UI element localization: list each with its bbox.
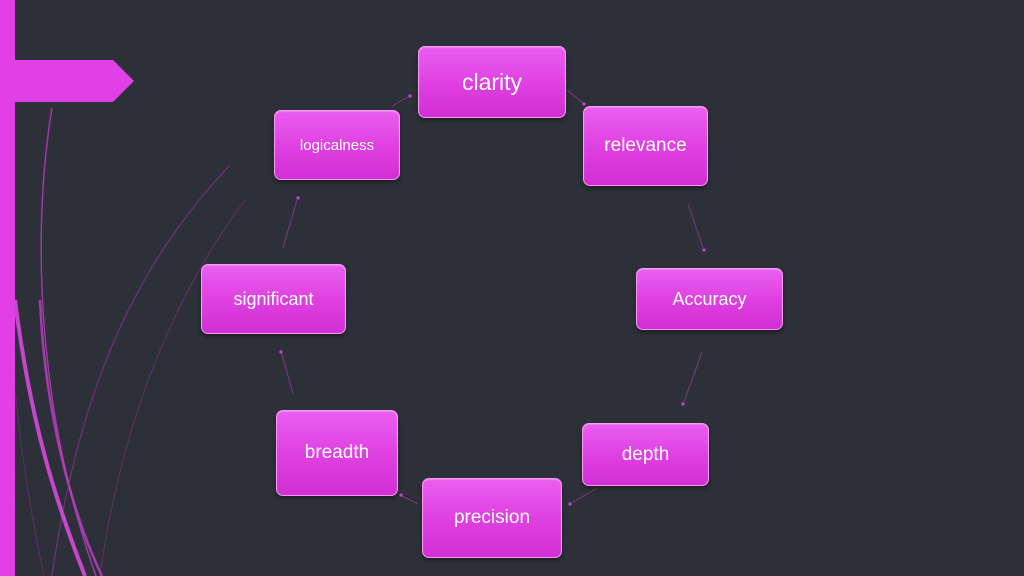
node-label: Accuracy <box>672 288 747 309</box>
node-relevance: relevance <box>583 106 708 186</box>
connector-relevance-accuracy <box>687 203 706 252</box>
decorative-curve <box>13 299 87 576</box>
connector-precision-breadth <box>399 493 419 505</box>
connector-breadth-significant <box>279 350 294 395</box>
node-clarity: clarity <box>418 46 566 118</box>
node-label: depth <box>621 443 670 465</box>
connector-logicalness-clarity <box>391 94 412 107</box>
node-label: breadth <box>304 442 370 463</box>
connector-clarity-relevance <box>566 89 586 106</box>
node-logicalness: logicalness <box>274 110 400 180</box>
node-depth: depth <box>582 423 709 486</box>
node-significant: significant <box>201 264 346 334</box>
node-label: significant <box>233 288 314 309</box>
node-precision: precision <box>422 478 562 558</box>
node-label: relevance <box>604 135 687 156</box>
node-label: precision <box>453 507 531 528</box>
connector-depth-precision <box>568 487 598 506</box>
node-label: clarity <box>461 68 523 95</box>
decorative-curve <box>14 389 45 576</box>
connector-significant-logicalness <box>282 196 300 249</box>
node-breadth: breadth <box>276 410 398 496</box>
node-accuracy: Accuracy <box>636 268 783 330</box>
title-arrow-banner <box>0 60 134 102</box>
decorative-curve <box>51 164 231 576</box>
decorative-curve <box>38 299 104 576</box>
left-accent-bar <box>0 0 15 576</box>
connector-accuracy-depth <box>681 351 703 406</box>
decorative-curve <box>99 199 246 576</box>
node-label: logicalness <box>299 136 375 154</box>
